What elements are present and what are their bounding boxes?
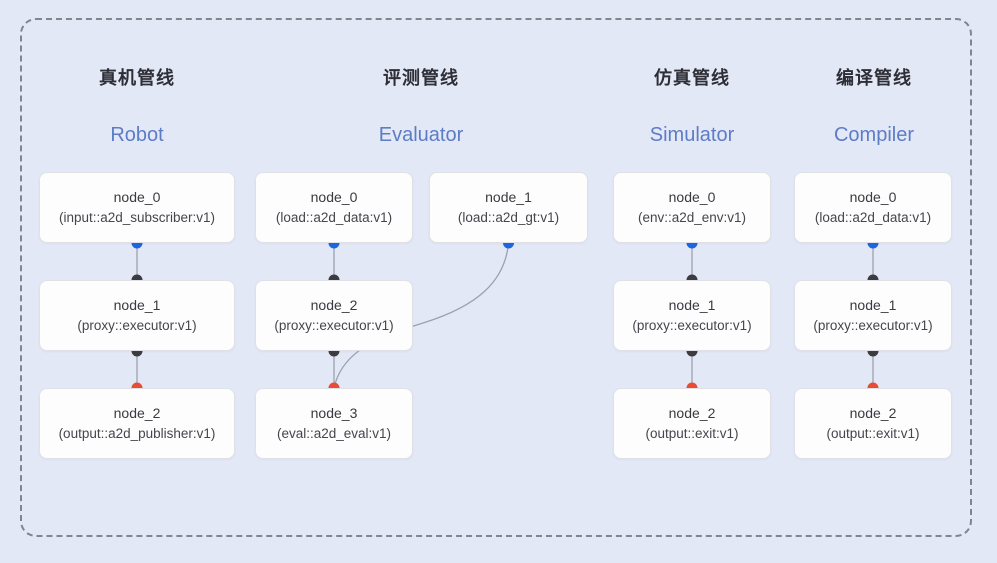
pipeline-title-en-compiler: Compiler: [833, 124, 915, 146]
node-robot-1: node_1 (proxy::executor:v1): [39, 280, 235, 351]
node-compiler-2: node_2 (output::exit:v1): [794, 388, 952, 459]
pipeline-title-zh-compiler: 编译管线: [836, 68, 912, 88]
node-evaluator-0: node_0 (load::a2d_data:v1): [255, 172, 413, 243]
edge-curve-gt-to-eval: [333, 242, 510, 387]
node-type: (output::exit:v1): [826, 426, 920, 441]
node-type: (proxy::executor:v1): [813, 318, 933, 333]
node-compiler-0: node_0 (load::a2d_data:v1): [794, 172, 952, 243]
node-simulator-1: node_1 (proxy::executor:v1): [613, 280, 771, 351]
node-type: (load::a2d_gt:v1): [457, 210, 560, 225]
node-type: (input::a2d_subscriber:v1): [58, 210, 216, 225]
node-name: node_1: [485, 189, 532, 205]
node-evaluator-2: node_2 (proxy::executor:v1): [255, 280, 413, 351]
node-name: node_2: [310, 297, 358, 313]
node-type: (output::exit:v1): [645, 426, 739, 441]
node-simulator-0: node_0 (env::a2d_env:v1): [613, 172, 771, 243]
pipeline-title-en-robot: Robot: [110, 124, 164, 146]
node-name: node_2: [113, 405, 161, 421]
node-name: node_0: [668, 189, 716, 205]
node-name: node_1: [668, 297, 716, 313]
node-name: node_0: [849, 189, 897, 205]
node-name: node_1: [849, 297, 897, 313]
node-name: node_2: [849, 405, 897, 421]
pipeline-title-zh-evaluator: 评测管线: [383, 68, 459, 88]
pipeline-title-zh-simulator: 仿真管线: [654, 68, 730, 88]
node-name: node_1: [113, 297, 161, 313]
node-evaluator-3: node_3 (eval::a2d_eval:v1): [255, 388, 413, 459]
node-type: (output::a2d_publisher:v1): [58, 426, 216, 441]
node-compiler-1: node_1 (proxy::executor:v1): [794, 280, 952, 351]
pipeline-title-zh-robot: 真机管线: [99, 68, 175, 88]
node-type: (proxy::executor:v1): [77, 318, 197, 333]
node-robot-2: node_2 (output::a2d_publisher:v1): [39, 388, 235, 459]
node-type: (load::a2d_data:v1): [814, 210, 932, 225]
node-simulator-2: node_2 (output::exit:v1): [613, 388, 771, 459]
node-name: node_0: [310, 189, 358, 205]
node-type: (proxy::executor:v1): [632, 318, 752, 333]
pipeline-title-en-simulator: Simulator: [649, 124, 735, 146]
pipeline-title-en-evaluator: Evaluator: [378, 124, 464, 146]
node-name: node_0: [113, 189, 161, 205]
node-robot-0: node_0 (input::a2d_subscriber:v1): [39, 172, 235, 243]
node-name: node_3: [310, 405, 358, 421]
node-type: (eval::a2d_eval:v1): [276, 426, 392, 441]
node-name: node_2: [668, 405, 716, 421]
node-evaluator-1: node_1 (load::a2d_gt:v1): [429, 172, 588, 243]
node-type: (proxy::executor:v1): [274, 318, 394, 333]
node-type: (load::a2d_data:v1): [275, 210, 393, 225]
node-type: (env::a2d_env:v1): [637, 210, 747, 225]
dashed-frame: [20, 18, 972, 537]
